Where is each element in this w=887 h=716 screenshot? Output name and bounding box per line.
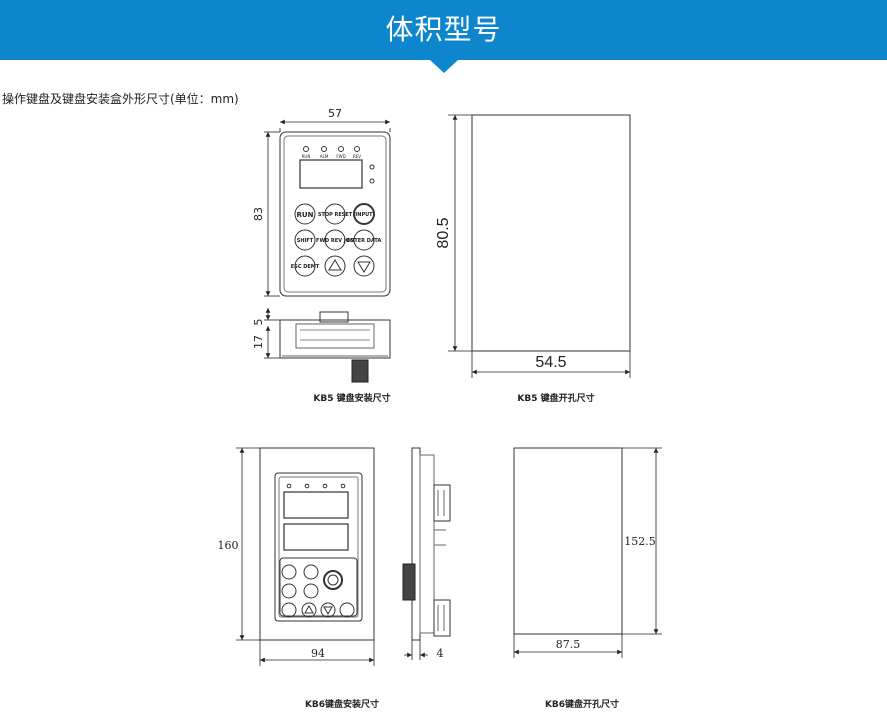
kb6-cutout-dim-width: 87.5 [556,638,581,651]
kb5-key-down [353,255,375,277]
kb5-cutout-rect [471,114,631,352]
kb5-cutout-drawing [471,114,631,352]
kb5-led-run [303,146,309,152]
kb5-key-input [353,203,375,225]
kb6-box-outer [259,447,375,641]
kb5-led-alm [321,146,327,152]
header-banner [0,0,887,60]
subtitle: 操作键盘及键盘安装盒外形尺寸(单位：mm) [2,92,239,106]
kb5-led-fwd [338,146,344,152]
kb5-front-inner [283,135,387,293]
kb6-display-2 [283,523,349,551]
kb5-key-label-enter: ENTER DATA [347,238,382,244]
kb5-unit-led-2 [369,178,375,184]
kb5-cutout-caption: KB5 键盘开孔尺寸 [517,392,594,404]
kb5-led-rev [354,146,360,152]
kb5-install-drawing [279,131,391,383]
page-title: 体积型号 [385,13,502,46]
kb5-key-run [294,203,316,225]
kb6-cutout-rect [513,447,623,635]
banner-notch [430,60,458,73]
kb6-cutout-dim-height: 152.5 [624,535,656,548]
kb6-install-dims [236,447,375,666]
kb6-cutout-drawing [513,447,623,635]
kb6-panel-inner [278,476,359,618]
kb5-led-label-alm: ALM [320,154,329,159]
kb5-dim-depth: 17 [252,335,265,349]
kb5-key-label-shift: SHIFT [297,238,314,244]
kb6-cutout-dims [513,447,662,658]
kb5-key-stop [324,203,346,225]
kb6-display-1 [283,491,349,519]
kb6-panel [274,472,363,622]
kb5-cutout-dim-height: 80.5 [435,217,452,248]
kb5-display [299,159,363,189]
kb5-key-label-stop: STOP RESET [318,212,353,218]
kb5-key-label-esc: ESC DEMT [291,264,320,270]
kb5-key-esc [294,255,316,277]
kb5-led-label-run: RUN [302,154,311,159]
kb6-dim-side-depth: 4 [437,647,444,660]
kb5-side-clip [319,311,349,323]
kb5-dim-width: 57 [328,107,342,120]
kb6-side-clip-top [433,484,451,522]
kb5-dim-height: 83 [252,207,265,221]
kb5-dim-top-gap: 5 [252,319,265,326]
kb5-key-fwd [324,229,346,251]
kb5-side-body [279,319,391,359]
kb5-led-label-fwd: FWD [336,154,345,159]
kb5-led-label-rev: REV [353,154,361,159]
kb5-key-label-fwd: FWD REV JOG [316,238,354,244]
kb5-connector [351,359,369,383]
kb5-install-dims [264,119,391,359]
kb5-front-panel [279,131,391,297]
kb6-side-connector [402,563,416,601]
kb5-side-inner [295,323,375,349]
down-icon [357,261,371,273]
kb6-side-view [402,447,451,641]
kb6-keypad [279,557,358,617]
kb6-install-drawing [259,447,375,641]
kb5-install-caption: KB5 键盘安装尺寸 [313,392,390,404]
kb5-cutout-dims [448,114,631,378]
kb5-key-up [324,255,346,277]
kb5-key-label-run: RUN [297,211,314,219]
kb6-side-clip-bottom [433,599,451,637]
kb6-cutout-caption: KB6键盘开孔尺寸 [545,698,619,710]
kb5-key-enter [353,229,375,251]
up-icon [328,259,342,271]
kb5-key-label-input: INPUT [355,212,373,218]
kb6-install-caption: KB6键盘安装尺寸 [305,698,379,710]
kb5-key-shift [294,229,316,251]
kb6-dim-width: 94 [311,647,325,660]
kb5-unit-led-1 [369,164,375,170]
kb5-cutout-dim-width: 54.5 [535,354,566,371]
kb6-side-frame [411,447,421,641]
kb6-dim-height: 160 [218,539,239,552]
